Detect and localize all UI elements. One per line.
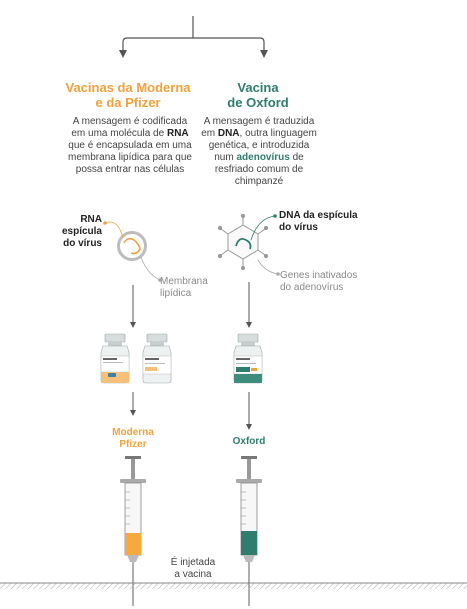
oxford-desc-line: chimpanzé xyxy=(234,176,284,187)
branch-connector xyxy=(122,16,265,50)
moderna-description: A mensagem é codificada em uma molécula … xyxy=(40,116,220,176)
oxford-description: A mensagem é traduzida em DNA, outra lin… xyxy=(196,116,322,188)
skin-surface xyxy=(0,582,467,589)
moderna-pfizer-output-label: Moderna Pfizer xyxy=(112,427,154,450)
rna-label: RNA espícula do vírus xyxy=(61,214,102,249)
arrow-head-right-2 xyxy=(246,424,252,430)
oxford-desc-line: num adenovírus de xyxy=(214,152,304,163)
moderna-desc-line: membrana lipídica para que xyxy=(68,152,192,163)
arrow-head-right-1 xyxy=(246,322,252,328)
moderna-title-line2: e da Pfizer xyxy=(95,95,161,110)
oxford-output-label: Oxford xyxy=(232,436,266,447)
genes-pointer xyxy=(257,259,279,275)
moderna-pfizer-title: Vacinas da Moderna e da Pfizer xyxy=(40,80,216,110)
membrane-pointer xyxy=(140,256,161,281)
oxford-desc-line: A mensagem é traduzida xyxy=(203,116,315,127)
oxford-desc-line: genética, e introduzida xyxy=(208,140,310,151)
arrow-head-left xyxy=(119,50,127,58)
oxford-title-line1: Vacina xyxy=(237,80,279,95)
rna-capsule xyxy=(117,231,147,261)
oxford-title-line2: de Oxford xyxy=(227,95,289,110)
genes-label: Genes inativados do adenovírus xyxy=(280,270,358,293)
dna-label: DNA da espícula do vírus xyxy=(279,210,358,233)
arrow-head-left-1 xyxy=(130,322,136,328)
dna-strand xyxy=(235,237,252,250)
vial-pfizer xyxy=(142,333,172,384)
arrow-head-right xyxy=(260,50,268,58)
oxford-title: Vacina de Oxford xyxy=(190,80,326,110)
rna-pointer xyxy=(104,221,124,239)
vial-oxford xyxy=(233,333,263,384)
dna-pointer xyxy=(250,215,276,241)
moderna-desc-line: que é encapsulada em uma xyxy=(68,140,192,151)
syringe-oxford xyxy=(236,456,262,606)
syringe-moderna xyxy=(120,456,146,606)
membrane-label: Membrana lipídica xyxy=(160,276,208,299)
injection-label: É injetada a vacina xyxy=(170,557,216,580)
oxford-desc-line: em DNA, outra linguagem xyxy=(201,128,317,139)
vial-moderna xyxy=(100,333,130,384)
moderna-title-line1: Vacinas da Moderna xyxy=(65,80,191,95)
arrow-head-left-2 xyxy=(130,410,136,416)
moderna-desc-line: A mensagem é codificada xyxy=(72,116,188,127)
oxford-desc-line: resfriado comum de xyxy=(214,164,304,175)
moderna-desc-line: possa entrar nas células xyxy=(75,164,185,175)
moderna-desc-line: em uma molécula de RNA xyxy=(71,128,189,139)
adenovirus xyxy=(217,213,269,271)
